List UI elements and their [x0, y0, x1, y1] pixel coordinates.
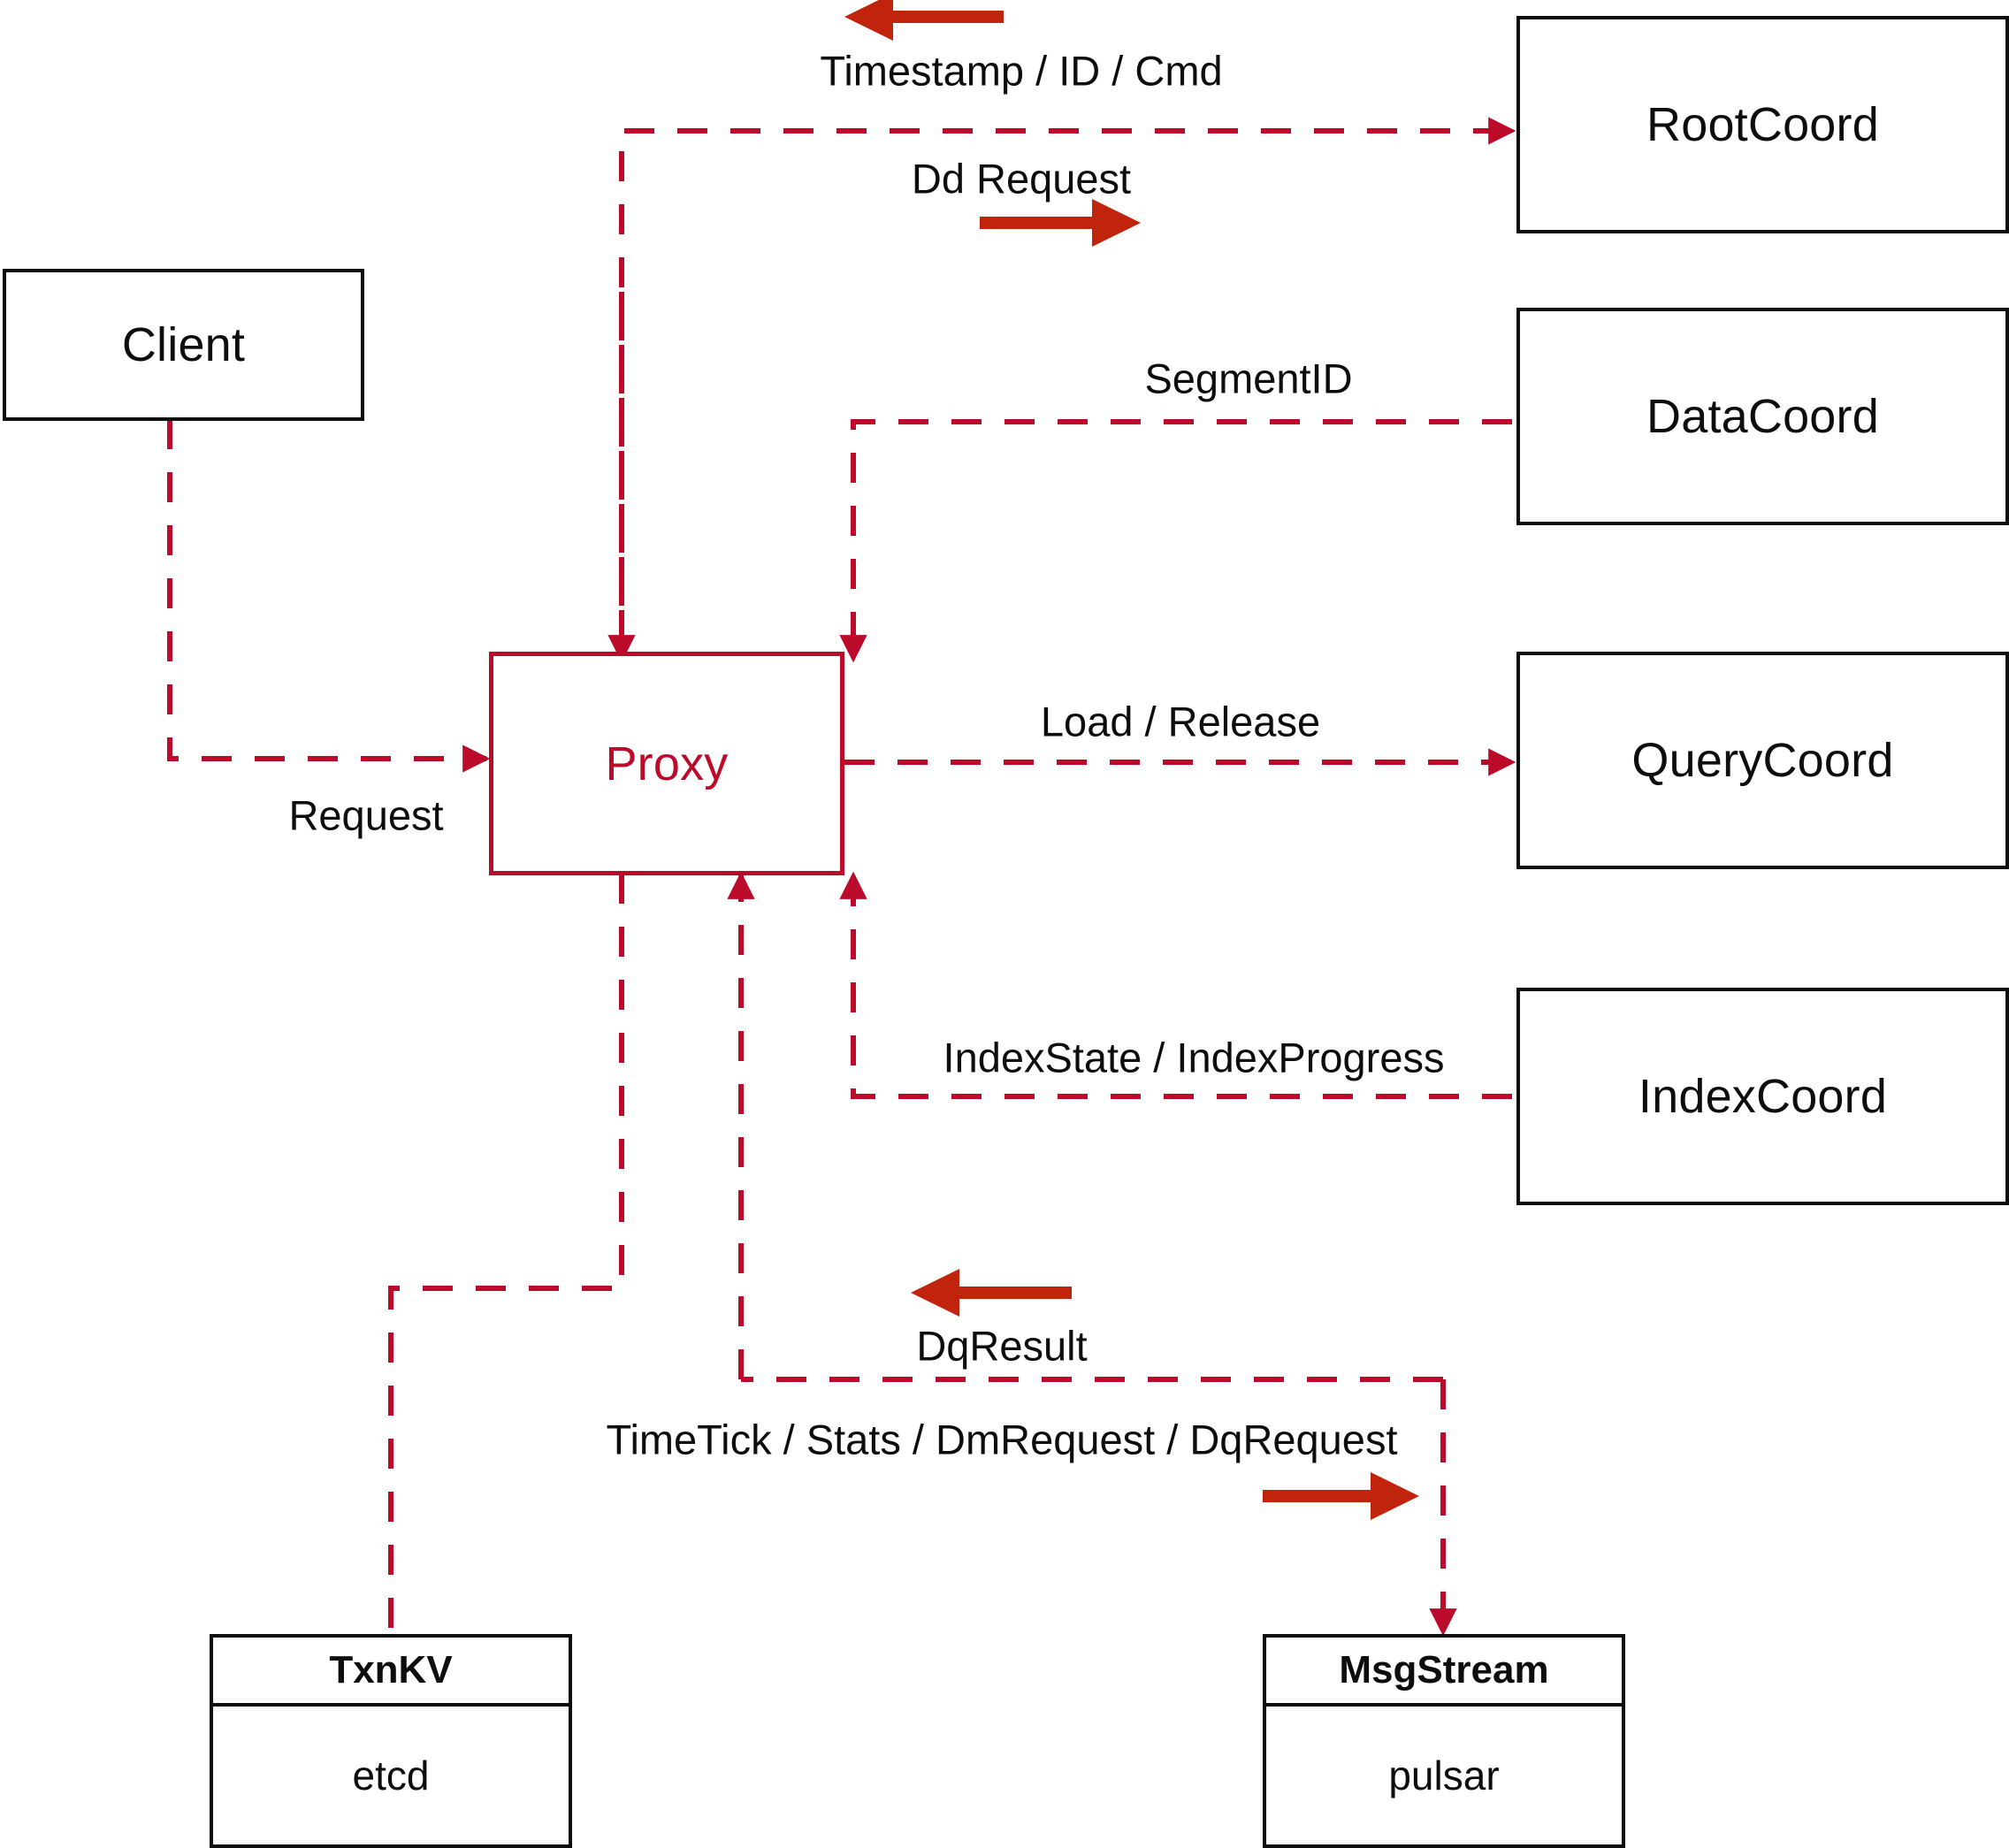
edge-label-request: Request	[288, 791, 444, 839]
flow-arrow-timetick-right	[1263, 1472, 1419, 1520]
edge-label-dd-request: Dd Request	[911, 155, 1132, 202]
node-rootcoord[interactable]: RootCoord	[1516, 16, 2009, 233]
store-msgstream-title: MsgStream	[1266, 1638, 1622, 1707]
node-querycoord[interactable]: QueryCoord	[1516, 652, 2009, 869]
node-datacoord[interactable]: DataCoord	[1516, 308, 2009, 525]
edge-label-timetick-stats: TimeTick / Stats / DmRequest / DqRequest	[606, 1416, 1398, 1463]
node-querycoord-label: QueryCoord	[1631, 734, 1894, 787]
edge-label-timestamp-id-cmd: Timestamp / ID / Cmd	[820, 47, 1223, 95]
store-msgstream-impl: pulsar	[1388, 1753, 1500, 1798]
node-datacoord-label: DataCoord	[1646, 390, 1879, 443]
edge-label-segment-id: SegmentID	[1144, 355, 1353, 402]
store-txnkv[interactable]: TxnKV etcd	[210, 1634, 572, 1848]
edge-proxy-to-txnkv	[388, 874, 624, 1632]
edge-proxy-to-rootcoord	[619, 117, 1516, 659]
node-client-label: Client	[121, 318, 246, 371]
flow-arrow-timestamp-left	[844, 0, 1004, 41]
node-proxy[interactable]: Proxy	[489, 652, 844, 875]
edge-indexcoord-to-proxy	[839, 871, 1512, 1099]
node-indexcoord[interactable]: IndexCoord	[1516, 988, 2009, 1205]
flow-arrow-dd-request-right	[980, 199, 1141, 247]
node-client[interactable]: Client	[3, 269, 364, 421]
edge-datacoord-to-proxy	[839, 419, 1512, 663]
node-proxy-label: Proxy	[605, 737, 729, 790]
store-msgstream[interactable]: MsgStream pulsar	[1263, 1634, 1625, 1848]
node-indexcoord-label: IndexCoord	[1638, 1070, 1888, 1123]
edge-label-index-state: IndexState / IndexProgress	[943, 1034, 1445, 1081]
store-txnkv-title: TxnKV	[213, 1638, 569, 1707]
edge-client-to-proxy	[167, 419, 491, 773]
edge-label-load-release: Load / Release	[1040, 698, 1321, 745]
edge-label-dq-result: DqResult	[916, 1322, 1088, 1370]
node-rootcoord-label: RootCoord	[1646, 98, 1879, 151]
flow-arrow-dqresult-left	[911, 1269, 1072, 1317]
store-txnkv-impl: etcd	[352, 1753, 430, 1798]
